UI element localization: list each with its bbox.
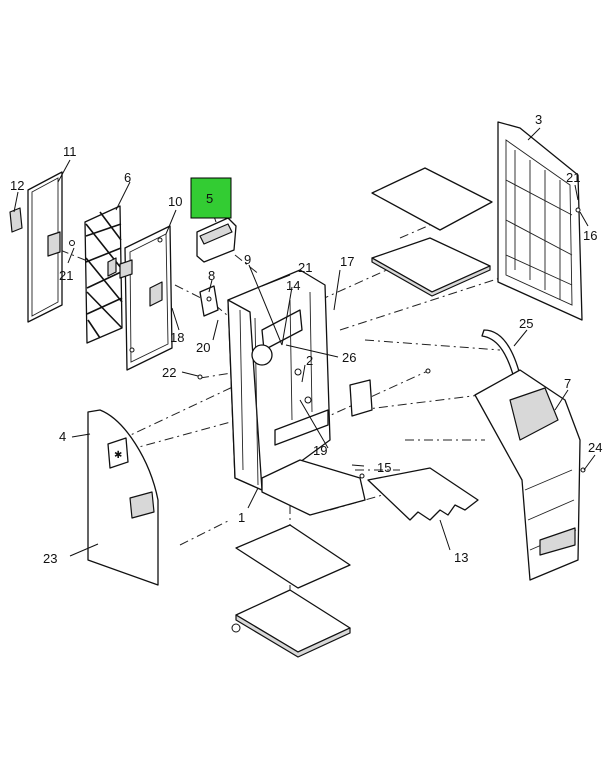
callout-26: 26 [342,350,356,365]
callout-4: 4 [59,429,66,444]
callout-1: 1 [238,510,245,525]
part-main-frame [227,269,373,516]
part-floor-mat [367,467,479,521]
part-door-panel [9,171,75,323]
part-trim-panel [119,225,173,371]
part-insulation-panel [84,205,123,344]
callout-13: 13 [454,550,468,565]
callout-21-left: 21 [59,268,73,283]
callout-19: 19 [313,443,327,458]
callout-22: 22 [162,365,176,380]
callout-labels: 1 2 3 4 5 6 7 8 9 10 11 12 13 14 15 16 1… [10,112,602,566]
svg-text:✱: ✱ [114,450,122,461]
leader-lines [13,127,596,557]
part-rear-panel [497,121,583,321]
callout-5: 5 [206,191,213,206]
part-floor-plates-upper [371,167,493,297]
part-floor-plates-lower [231,524,351,658]
callout-23: 23 [43,551,57,566]
callout-7: 7 [564,376,571,391]
fasteners [197,368,586,479]
callout-21-right: 21 [566,170,580,185]
callout-20: 20 [196,340,210,355]
callout-17: 17 [340,254,354,269]
callout-14: 14 [286,278,300,293]
callout-12: 12 [10,178,24,193]
callout-9: 9 [244,252,251,267]
highlight-box [190,177,232,219]
callout-8: 8 [208,268,215,283]
part-trim-strip [481,329,521,379]
callout-15: 15 [377,460,391,475]
callout-21-frame: 21 [298,260,312,275]
callout-11: 11 [63,144,77,159]
part-side-panel: ✱ [87,409,159,586]
callout-3: 3 [535,112,542,127]
callout-18: 18 [170,330,184,345]
callout-6: 6 [124,170,131,185]
callout-16: 16 [583,228,597,243]
callout-2: 2 [306,353,313,368]
callout-25: 25 [519,316,533,331]
part-bracket [199,285,219,317]
callout-10: 10 [168,194,182,209]
part-5-component [196,217,237,263]
part-console [474,369,581,581]
callout-24: 24 [588,440,602,455]
